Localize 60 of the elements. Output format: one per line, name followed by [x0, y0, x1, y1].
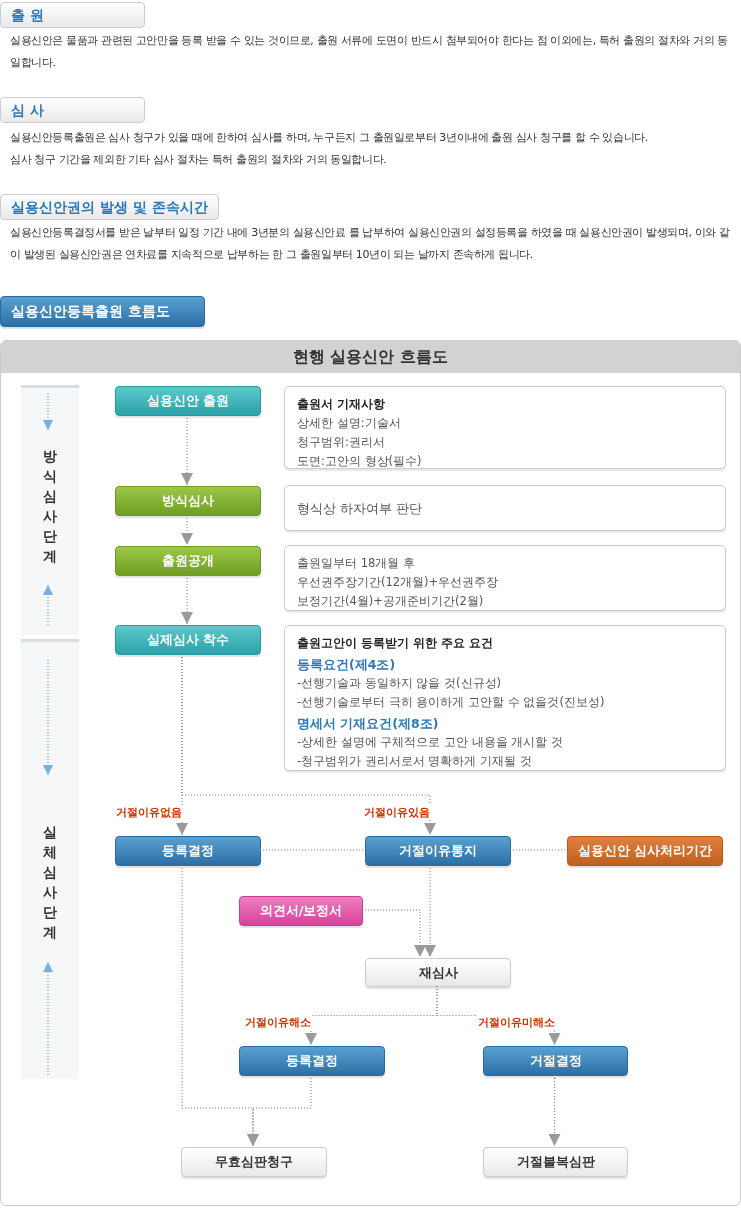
process-box: 의견서/보정서: [239, 896, 363, 926]
text-line: -청구범위가 권리서로서 명확하게 기재될 것: [297, 753, 533, 770]
paragraph: 심사 청구 기간을 제외한 기타 심사 절차는 특허 출원의 절차와 거의 동일합니다.: [10, 152, 388, 168]
text-line: 도면:고안의 형상(필수): [297, 453, 423, 470]
arrow: [181, 414, 193, 486]
panel: [0, 340, 741, 1206]
arrow: [424, 864, 436, 958]
paragraph: 실용신안등록결정서를 받은 날부터 일정 기간 내에 3년분의 실용신안료 를 납부하여 실용신안권의 설정등록을 하였을 때 실용신안권이 발생되며, 이와 같이 발생된 실용신안권은 연차료를 지속적으로 납부하는 한 그 출원일부터 10년이 되는 날까지 존속하게 됩니다.: [10, 225, 731, 263]
info-box: [284, 485, 726, 531]
text-line: -상세한 설명에 구체적으로 고안 내용을 개시할 것: [297, 734, 565, 751]
text-line: 보정기간(4월)+공개준비기간(2월): [297, 593, 485, 610]
process-box: 거절불복심판: [483, 1147, 628, 1177]
section-tab: 심 사: [0, 97, 145, 123]
text-line: 출원일부터 18개월 후: [297, 555, 416, 572]
process-box: 실제심사 착수: [115, 625, 261, 655]
edge-label: 거절이유없음: [115, 805, 183, 820]
connector-line: [509, 849, 567, 851]
section-banner: 실용신안등록출원 흐름도: [0, 296, 205, 327]
process-box: 거절결정: [483, 1046, 628, 1076]
arrow: [181, 514, 193, 546]
stage-label: 실체심사단계: [42, 823, 58, 942]
text-line: 우선권주장기간(12개월)+우선권주장: [297, 574, 500, 591]
process-box: 재심사: [365, 958, 511, 987]
process-box: 실용신안 출원: [115, 386, 261, 416]
edge-label: 거절이유해소: [244, 1015, 312, 1030]
info-box: [284, 545, 726, 611]
edge-label: 거절이유있음: [363, 805, 431, 820]
stage-band: [21, 385, 79, 635]
process-box: 등록결정: [239, 1046, 385, 1076]
process-box: 방식심사: [115, 486, 261, 516]
process-box: 등록결정: [115, 836, 261, 866]
paragraph: 실용신안은 물품과 관련된 고안만을 등록 받을 수 있는 것이므로, 출원 서류에 도면이 반드시 첨부되어야 한다는 점 이외에는, 특허 출원의 절차와 거의 동일합니다.: [10, 33, 729, 71]
text-line: 출원서 기재사항: [297, 396, 386, 413]
text-line: 형식상 하자여부 판단: [297, 499, 423, 518]
paragraph: 실용신안등록출원은 심사 청구가 있을 때에 한하여 심사를 하며, 누구든지 그 출원일로부터 3년이내에 출원 심사 청구를 할 수 있습니다.: [10, 130, 649, 146]
section-tab: 실용신안권의 발생 및 존속시간: [0, 194, 219, 220]
panel-title: 현행 실용신안 흐름도: [1, 341, 740, 373]
text-line: 출원고안이 등록받기 위한 주요 요건: [297, 635, 494, 652]
arrow: [181, 574, 193, 625]
text-line: 등록요건(제4조): [297, 656, 397, 674]
text-line: 명세서 기재요건(제8조): [297, 715, 440, 733]
connector-line: [259, 849, 365, 851]
process-box: 거절이유통지: [365, 836, 511, 866]
text-line: 상세한 설명:기술서: [297, 415, 402, 432]
arrow: [181, 653, 436, 836]
arrow: [548, 1074, 561, 1147]
arrow: [247, 1074, 312, 1147]
process-box: 무효심판청구: [181, 1147, 327, 1177]
info-box: [284, 386, 726, 469]
edge-label: 거절이유미해소: [476, 1015, 556, 1030]
text-line: 청구범위:권리서: [297, 434, 386, 451]
stage-band: [21, 639, 79, 1079]
text-line: -선행기술로부터 극히 용이하게 고안할 수 없을것(진보성): [297, 694, 606, 711]
text-line: -선행기술과 동일하지 않을 것(신규성): [297, 675, 503, 692]
process-box: 출원공개: [115, 546, 261, 576]
arrow: [361, 909, 426, 958]
section-tab: 출 원: [0, 2, 145, 28]
stage-label: 방식심사단계: [42, 447, 58, 566]
info-box: [284, 625, 726, 771]
process-box: 실용신안 심사처리기간: [567, 836, 723, 866]
